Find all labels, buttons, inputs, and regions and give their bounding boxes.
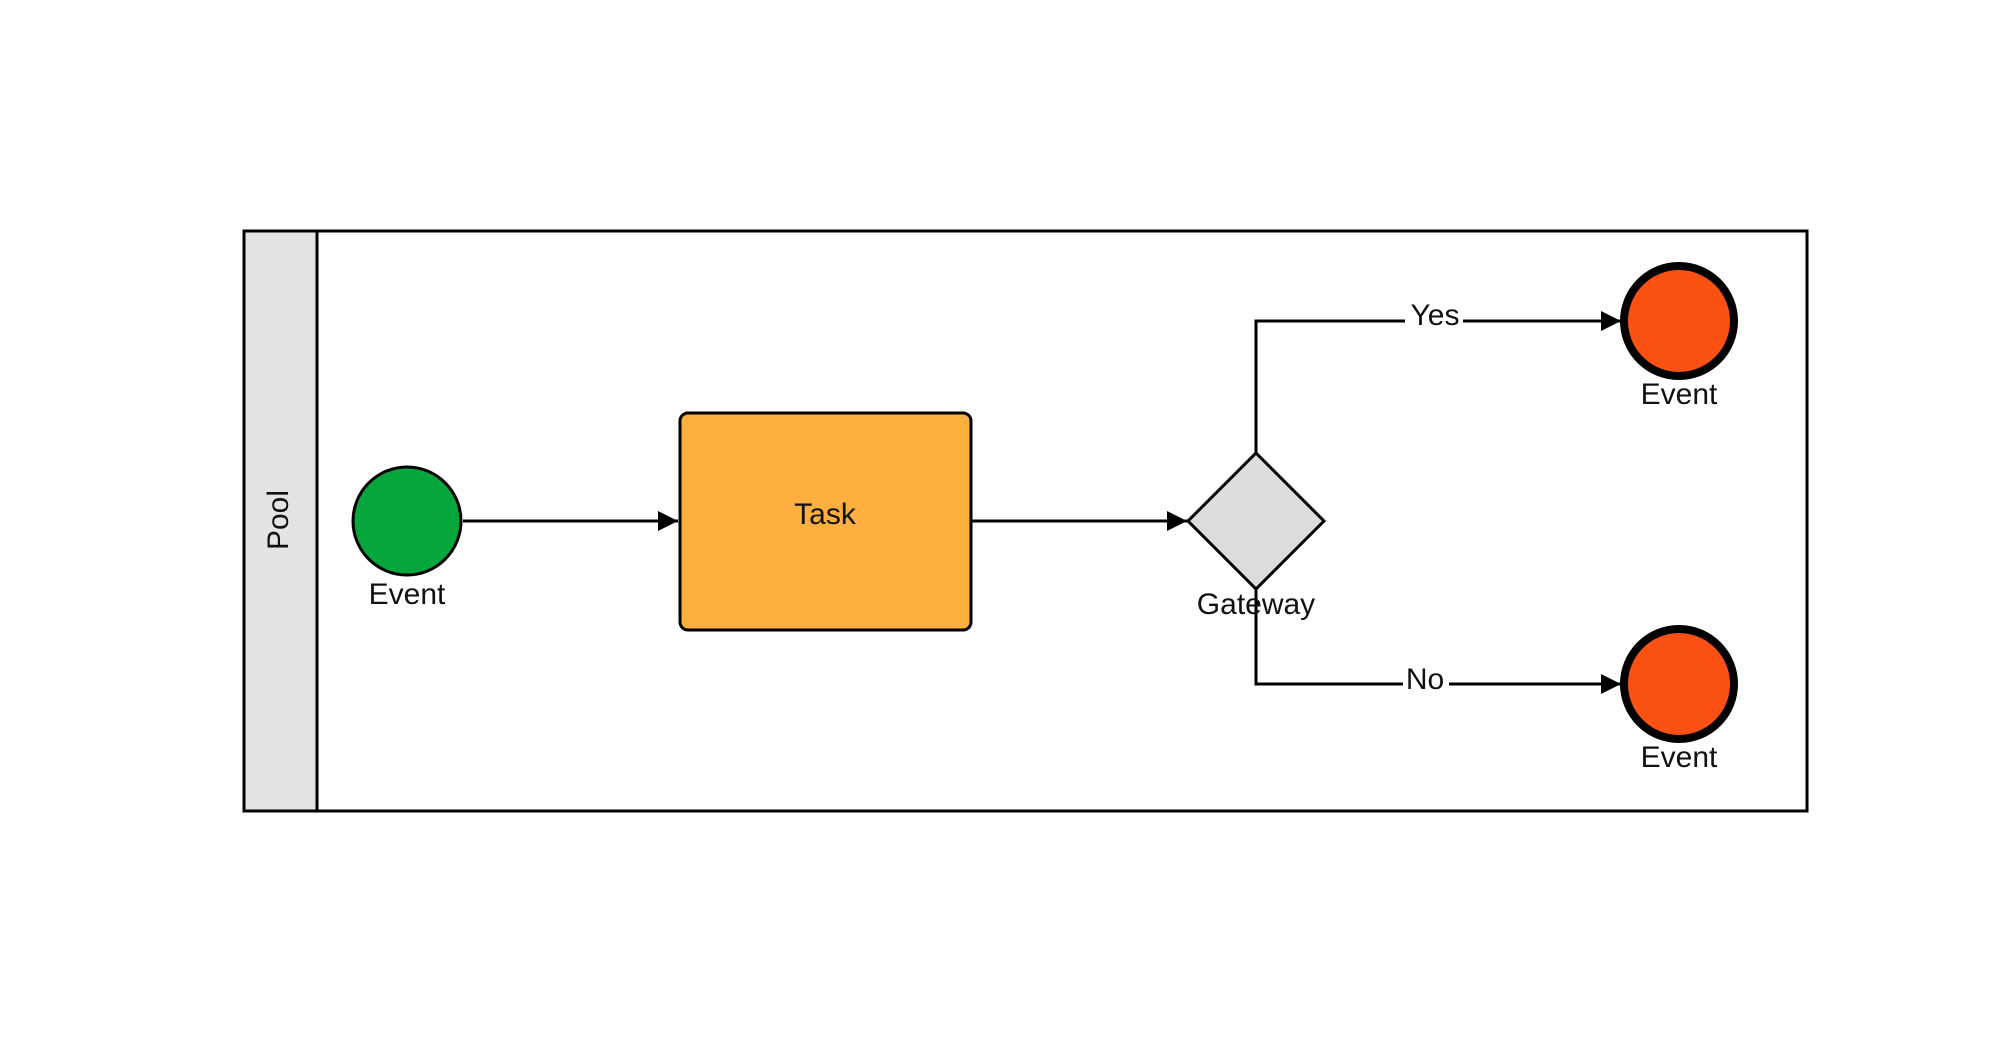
gateway[interactable]: Gateway [1185,450,1327,621]
flow-no-label-text: No [1406,663,1444,696]
pool-label: Pool [262,490,295,550]
flow-no-label: No [1403,663,1449,702]
start-event-circle [351,465,463,577]
end-event-yes-label: Event [1641,378,1718,411]
gateway-diamond [1185,450,1327,592]
end-event-yes-circle [1620,262,1738,380]
end-event-no-label: Event [1641,741,1718,774]
end-event-no-circle [1620,625,1738,743]
flow-yes-label: Yes [1405,299,1463,338]
flow-yes[interactable] [1254,311,1621,453]
task[interactable]: Task [678,411,973,632]
pool-header [242,229,319,813]
start-event[interactable]: Event [351,465,463,611]
gateway-label: Gateway [1197,588,1315,621]
task-box [678,411,973,632]
end-event-no[interactable]: Event [1620,625,1738,774]
start-event-label: Event [369,578,446,611]
end-event-yes[interactable]: Event [1620,262,1738,411]
flow-no[interactable] [1254,589,1621,694]
task-label: Task [794,498,857,531]
flow-yes-label-text: Yes [1411,299,1460,332]
